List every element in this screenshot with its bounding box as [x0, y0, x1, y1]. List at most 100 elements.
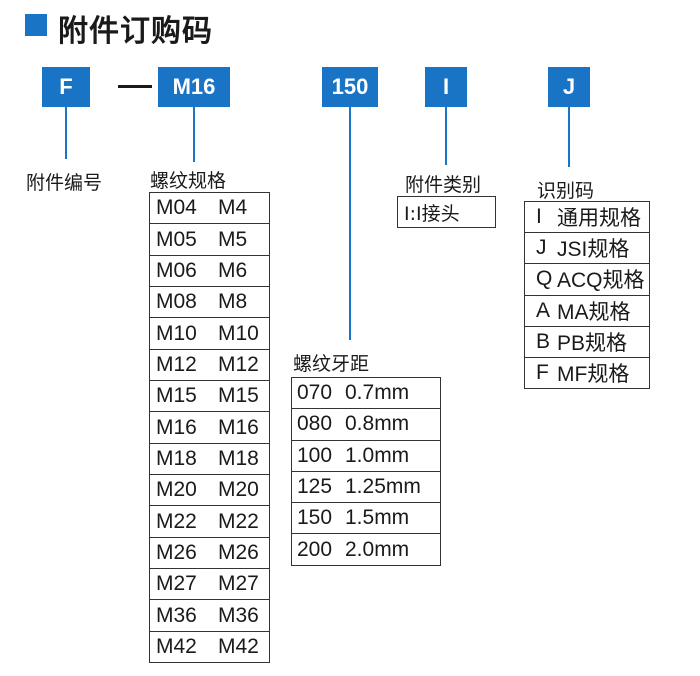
thread-row: M42 M42 — [150, 632, 269, 664]
pitch-row-value: 0.8mm — [345, 412, 410, 436]
thread-row-code: M16 — [156, 415, 197, 439]
pitch-row: 080 0.8mm — [292, 409, 440, 441]
pitch-row-code: 070 — [297, 381, 333, 405]
code-separator-dash — [118, 85, 152, 88]
title-marker — [25, 14, 47, 36]
thread-row-code: M20 — [156, 478, 197, 502]
thread-row: M08 M8 — [150, 287, 269, 319]
thread-row-code: M18 — [156, 446, 197, 470]
pitch-row-code: 080 — [297, 412, 333, 436]
id-row-code: B — [536, 329, 551, 353]
code-box-m16: M16 — [158, 67, 230, 107]
pitch-row-value: 1.0mm — [345, 443, 410, 467]
pitch-row-value: 1.25mm — [345, 475, 421, 499]
thread-row-value: M36 — [218, 603, 259, 627]
id-row-code: A — [536, 298, 551, 322]
thread-row: M18 M18 — [150, 444, 269, 476]
pitch-row-code: 150 — [297, 506, 333, 530]
code-box-f: F — [42, 67, 90, 107]
label-thread-pitch: 螺纹牙距 — [293, 353, 370, 375]
label-accessory-type: 附件类别 — [405, 174, 482, 196]
pitch-row-code: 200 — [297, 537, 333, 561]
thread-row-value: M5 — [218, 227, 248, 251]
thread-row-value: M18 — [218, 446, 259, 470]
thread-row: M04 M4 — [150, 193, 269, 225]
thread-row-value: M15 — [218, 384, 259, 408]
thread-row-value: M6 — [218, 258, 248, 282]
thread-row-code: M42 — [156, 634, 197, 658]
thread-row-value: M20 — [218, 478, 259, 502]
connector-accessory-type — [445, 107, 447, 165]
label-id-code: 识别码 — [537, 180, 595, 202]
id-row-code: J — [536, 236, 547, 260]
code-box-150: 150 — [322, 67, 378, 107]
thread-row: M06 M6 — [150, 256, 269, 288]
code-box-i: I — [425, 67, 467, 107]
id-row: F MF规格 — [525, 358, 649, 390]
connector-id-code — [568, 107, 570, 167]
pitch-row-code: 125 — [297, 475, 333, 499]
thread-row-value: M10 — [218, 321, 259, 345]
thread-row: M20 M20 — [150, 475, 269, 507]
thread-row: M10 M10 — [150, 318, 269, 350]
thread-row: M15 M15 — [150, 381, 269, 413]
id-row: J JSI规格 — [525, 233, 649, 265]
connector-thread-spec — [193, 107, 195, 162]
id-row-value: MF规格 — [557, 363, 630, 387]
thread-row-code: M15 — [156, 384, 197, 408]
id-row-value: ACQ规格 — [557, 269, 645, 293]
thread-row: M27 M27 — [150, 569, 269, 601]
thread-row-code: M22 — [156, 509, 197, 533]
pitch-row-value: 0.7mm — [345, 381, 410, 405]
thread-row-value: M22 — [218, 509, 259, 533]
thread-row-code: M26 — [156, 540, 197, 564]
id-row-code: F — [536, 361, 549, 385]
thread-row: M22 M22 — [150, 506, 269, 538]
code-box-j: J — [548, 67, 590, 107]
thread-row-value: M42 — [218, 634, 259, 658]
thread-row-code: M06 — [156, 258, 197, 282]
thread-row-value: M12 — [218, 352, 259, 376]
thread-row-code: M04 — [156, 196, 197, 220]
pitch-row: 125 1.25mm — [292, 472, 440, 504]
accessory-type-value: I:I接头 — [404, 202, 460, 225]
thread-row: M05 M5 — [150, 224, 269, 256]
thread-row-code: M10 — [156, 321, 197, 345]
connector-accessory-no — [65, 107, 67, 159]
thread-row-value: M27 — [218, 572, 259, 596]
pitch-row: 200 2.0mm — [292, 534, 440, 566]
thread-row-code: M05 — [156, 227, 197, 251]
id-row-value: JSI规格 — [557, 238, 630, 262]
id-row-value: 通用规格 — [557, 207, 641, 231]
pitch-row: 150 1.5mm — [292, 503, 440, 535]
thread-row: M12 M12 — [150, 350, 269, 382]
page-title: 附件订购码 — [58, 14, 213, 49]
thread-row-code: M12 — [156, 352, 197, 376]
id-row: I 通用规格 — [525, 202, 649, 234]
thread-row-code: M08 — [156, 290, 197, 314]
id-row-value: PB规格 — [557, 331, 628, 355]
label-thread-spec: 螺纹规格 — [150, 170, 227, 192]
connector-thread-pitch — [349, 107, 351, 340]
thread-row: M36 M36 — [150, 600, 269, 632]
id-row-code: Q — [536, 267, 553, 291]
id-row-value: MA规格 — [557, 300, 631, 324]
thread-row-value: M8 — [218, 290, 248, 314]
pitch-row-value: 2.0mm — [345, 537, 410, 561]
thread-row-code: M36 — [156, 603, 197, 627]
thread-row-value: M4 — [218, 196, 248, 220]
thread-row-code: M27 — [156, 572, 197, 596]
accessory-type-box: I:I接头 — [397, 196, 496, 228]
pitch-row-value: 1.5mm — [345, 506, 410, 530]
id-row-code: I — [536, 205, 542, 229]
pitch-row: 070 0.7mm — [292, 378, 440, 410]
